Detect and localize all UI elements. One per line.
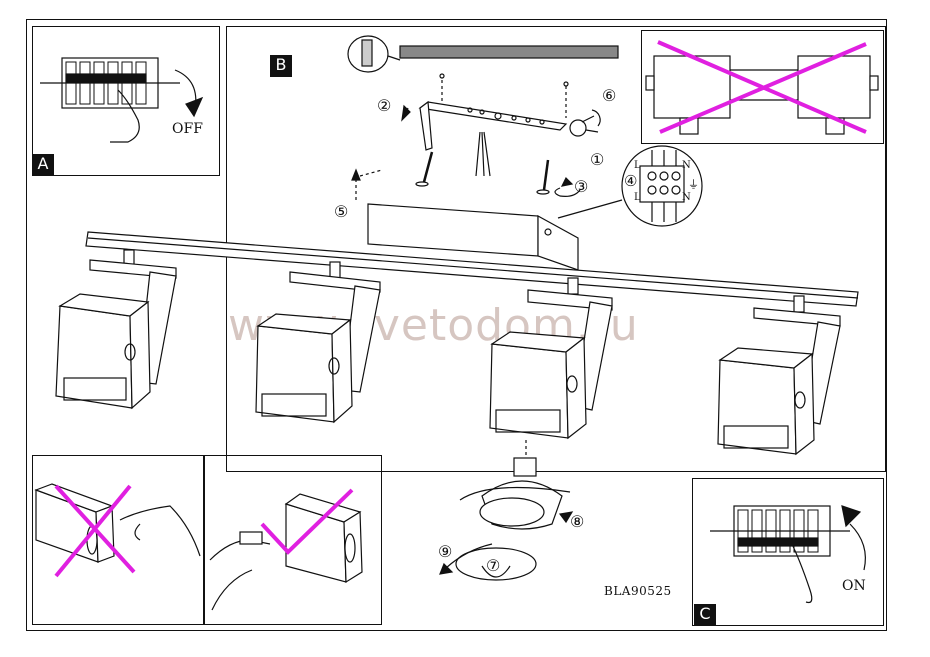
canopy-box-icon [367, 203, 579, 271]
panel-a-power-off [32, 26, 220, 176]
panel-b-tag: B [270, 55, 292, 77]
terminal-n-bottom: N [682, 192, 691, 203]
terminal-l-bottom: L [634, 192, 641, 203]
cross-out-mark-icon-2 [54, 484, 136, 578]
ceiling-hatch-icon [399, 45, 619, 59]
screw-icon [415, 151, 550, 195]
outer-frame [26, 19, 887, 631]
cable-clamp-icon [569, 109, 601, 137]
wires-icon [475, 131, 491, 177]
breaker-panel-off-icon [40, 57, 204, 143]
step-4: ④ [624, 172, 638, 190]
panel-c-tag: C [694, 604, 716, 626]
panel-c-power-on [692, 478, 884, 626]
retaining-ring-icon [455, 547, 537, 581]
ground-symbol: ⏚ [688, 178, 699, 191]
step-3: ③ [574, 177, 589, 196]
spotlight-3-icon [489, 277, 613, 440]
spotlight-1-icon [55, 249, 177, 410]
spotlight-2-icon [255, 261, 381, 424]
step-5: ⑤ [334, 202, 349, 221]
cross-out-mark-icon [657, 40, 867, 134]
model-code: BLA90525 [604, 584, 672, 598]
panel-correct-bulb-handling [204, 455, 382, 625]
step-7: ⑦ [486, 556, 501, 575]
step-6: ⑥ [602, 86, 617, 105]
terminal-block-icon [557, 145, 703, 227]
ceiling-bar-icon [85, 231, 859, 307]
off-caption: OFF [172, 121, 203, 137]
on-caption: ON [842, 578, 866, 594]
panel-a-tag: A [32, 154, 54, 176]
step-8: ⑧ [570, 512, 585, 531]
breaker-panel-on-icon [710, 505, 866, 604]
step-1: ① [590, 150, 605, 169]
mounting-bracket-icon [418, 100, 568, 151]
panel-wrong-mounting [641, 30, 884, 144]
gu10-bulb-icon [479, 457, 563, 530]
wrong-mounting-figure-icon [645, 55, 879, 135]
dowel-detail-icon [347, 35, 401, 73]
terminal-n-top: N [682, 160, 691, 171]
spotlight-4-icon [717, 295, 841, 456]
check-mark-icon [260, 488, 354, 555]
bare-hand-bulb-icon [34, 483, 201, 563]
panel-wrong-bulb-handling [32, 455, 204, 625]
step-2: ② [377, 96, 392, 115]
cloth-hand-bulb-icon [209, 493, 363, 611]
step-9: ⑨ [438, 542, 453, 561]
terminal-l-top: L [634, 160, 641, 171]
